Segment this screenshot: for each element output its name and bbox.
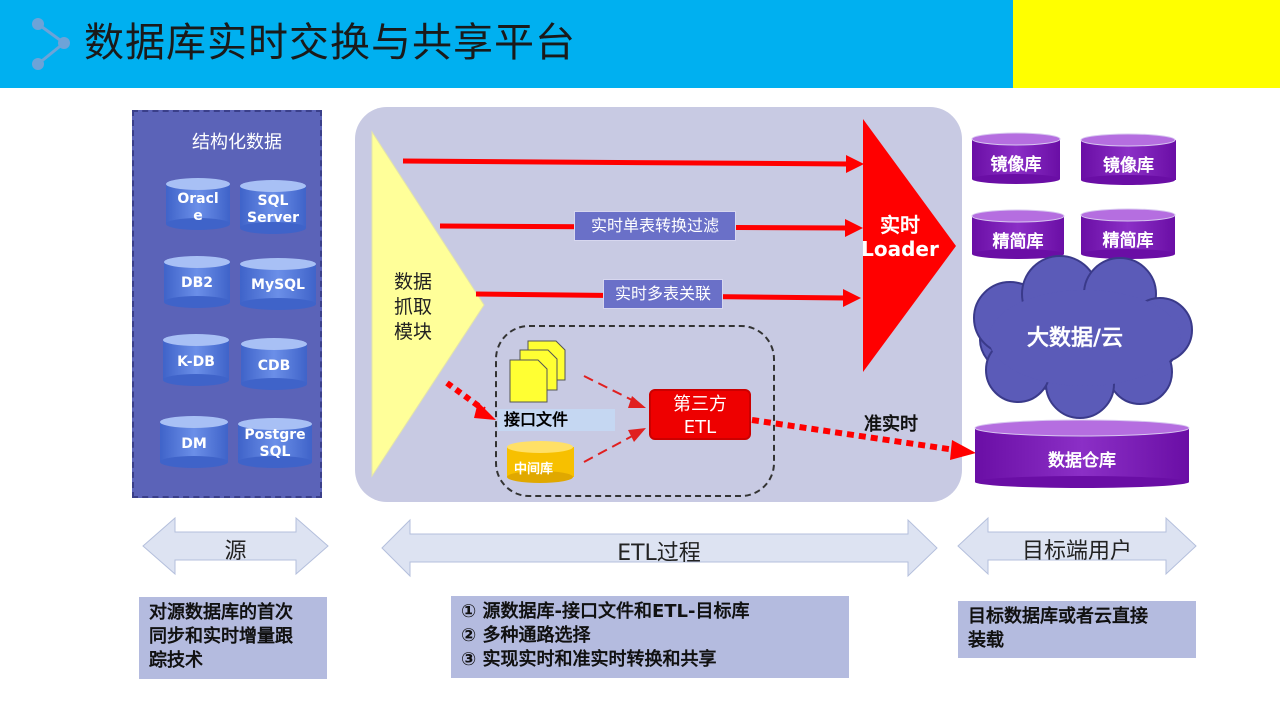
- source-db-cylinders: [160, 178, 316, 468]
- target-cylinder-mirror-1: [971, 132, 1061, 184]
- interface-file-bar: [498, 409, 615, 431]
- header-accent-block: [1013, 0, 1280, 88]
- source-description: 对源数据库的首次 同步和实时增量跟 踪技术: [139, 597, 327, 679]
- mirror-db-label-1: 镜像库: [990, 155, 1042, 175]
- db-label-kdb: K-DB: [177, 354, 215, 370]
- documents-icon: [509, 340, 566, 403]
- db-cylinder-cdb: [241, 338, 307, 390]
- near-realtime-label: 准实时: [864, 414, 918, 435]
- db-cylinder-postgresql: [238, 418, 312, 468]
- capture-module-label: 数据 抓取 模块: [394, 271, 433, 343]
- db-cylinder-sqlserver: [240, 180, 306, 234]
- structured-data-heading: 结构化数据: [192, 132, 282, 153]
- db-label-mysql: MySQL: [251, 277, 305, 293]
- etl-description: ① 源数据库-接口文件和ETL-目标库 ② 多种通路选择 ③ 实现实时和准实时转…: [451, 596, 849, 678]
- dashed-arrow-middb-to-etl: [583, 428, 646, 463]
- flow-arrow-direct: [402, 155, 864, 173]
- db-cylinder-mysql: [240, 258, 316, 310]
- warehouse-cylinder: [974, 419, 1190, 488]
- interface-file-label: 接口文件: [504, 410, 569, 429]
- target-description: 目标数据库或者云直接 装载: [958, 601, 1196, 658]
- dotted-arrow-etl-to-warehouse: [751, 417, 976, 460]
- mirror-db-label-2: 镜像库: [1103, 156, 1154, 176]
- db-label-db2: DB2: [180, 275, 214, 291]
- third-party-etl-box: 第三方 ETL: [649, 389, 751, 440]
- target-users-label: 目标端用户: [1021, 539, 1132, 564]
- dashed-arrow-file-to-etl: [583, 375, 646, 408]
- dotted-arrow-capture-to-file: [445, 380, 496, 420]
- page-title: 数据库实时交换与共享平台: [84, 20, 576, 66]
- lean-db-label-1: 精简库: [992, 232, 1044, 252]
- db-cylinder-kdb: [163, 334, 229, 386]
- capture-module-shape: [371, 130, 485, 478]
- middle-db-label: 中间库: [514, 462, 554, 477]
- header-bar: [0, 0, 1013, 88]
- target-double-arrow: [957, 516, 1197, 576]
- realtime-loader-shape: [863, 119, 956, 372]
- multi-table-join-label: 实时多表关联: [603, 279, 723, 309]
- db-label-cdb: CDB: [257, 358, 291, 374]
- share-icon: [32, 18, 70, 70]
- single-table-filter-label: 实时单表转换过滤: [574, 211, 736, 241]
- source-double-arrow: [142, 516, 329, 576]
- etl-double-arrow: [381, 518, 938, 578]
- bigdata-cloud-label: 大数据/云: [1026, 326, 1124, 351]
- db-cylinder-oracle: [166, 178, 230, 230]
- etl-process-label: ETL过程: [617, 541, 701, 566]
- db-cylinder-dm: [160, 416, 228, 468]
- data-warehouse-label: 数据仓库: [1048, 451, 1116, 471]
- db-label-dm: DM: [181, 436, 207, 452]
- target-cylinder-lean-2: [1080, 208, 1176, 259]
- source-label: 源: [224, 539, 247, 564]
- realtime-loader-label: 实时 Loader: [861, 213, 939, 261]
- lean-db-label-2: 精简库: [1102, 231, 1154, 251]
- db-cylinder-db2: [164, 256, 230, 308]
- middle-db-cylinder: [507, 441, 574, 483]
- target-cylinder-mirror-2: [1080, 133, 1176, 185]
- target-cylinder-lean-1: [971, 209, 1065, 259]
- intermediate-path-box: [495, 325, 775, 497]
